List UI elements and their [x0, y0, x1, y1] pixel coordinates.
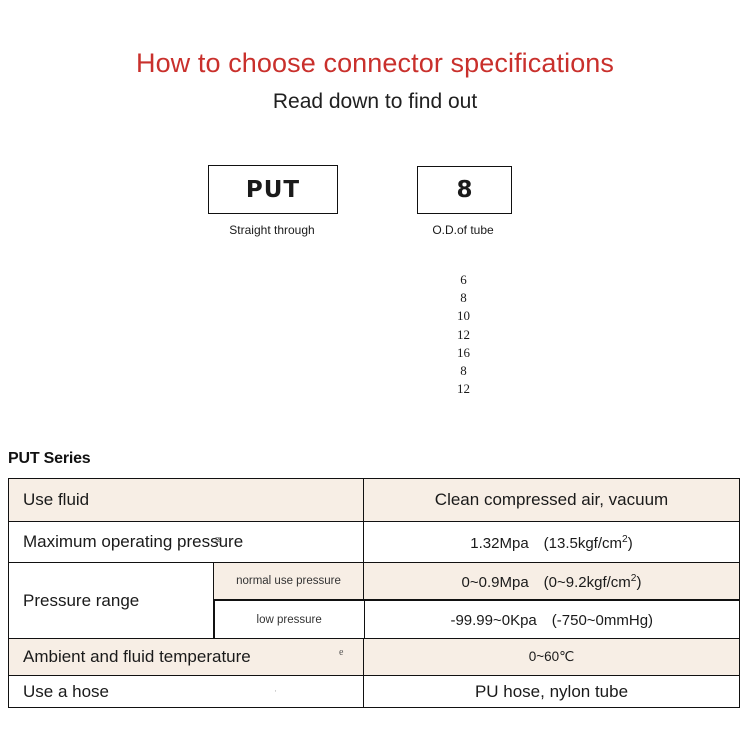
- series-heading: PUT Series: [8, 450, 91, 467]
- sub-label-low-pressure: low pressure: [214, 601, 365, 638]
- tube-size-option[interactable]: 10: [457, 308, 470, 324]
- row-value-ambient-fluid-temperature: 0~60℃: [364, 639, 739, 675]
- code-box-series-caption: Straight through: [229, 223, 315, 237]
- row-label-ambient-fluid-temperature: Ambient and fluid temperature e: [9, 639, 364, 675]
- row-label-pressure-range: Pressure range: [9, 563, 214, 639]
- scan-artifact-glyph: ·: [274, 686, 277, 696]
- tube-size-option[interactable]: 8: [460, 290, 467, 306]
- specification-table: Use fluid Clean compressed air, vacuum M…: [8, 478, 740, 708]
- page-subtitle: Read down to find out: [272, 90, 478, 113]
- code-box-tube-od[interactable]: 8: [417, 166, 512, 214]
- tube-size-list: 6 8 10 12 16 8 12: [417, 271, 510, 398]
- row-label-ambient-fluid-temperature-text: Ambient and fluid temperature: [23, 647, 251, 666]
- row-label-use-a-hose-text: Use a hose: [23, 681, 109, 701]
- row-value-normal-use-pressure: 0~0.9Mpa (0~9.2kgf/cm2): [364, 563, 739, 600]
- row-value-use-fluid: Clean compressed air, vacuum: [364, 479, 739, 521]
- row-value-max-operating-pressure: 1.32Mpa (13.5kgf/cm2): [364, 522, 739, 562]
- row-label-use-fluid: Use fluid: [9, 479, 364, 521]
- tube-size-option[interactable]: 12: [457, 381, 470, 397]
- table-row: low pressure -99.99~0Kpa (-750~0mmHg): [9, 601, 739, 639]
- table-row: Use fluid Clean compressed air, vacuum: [9, 479, 739, 522]
- max-pressure-value: 1.32Mpa (13.5kgf/cm2): [470, 533, 633, 552]
- row-label-max-operating-pressure: Maximum operating pressure ss: [9, 522, 364, 562]
- table-row: Maximum operating pressure ss 1.32Mpa (1…: [9, 522, 739, 563]
- row-value-use-a-hose: PU hose, nylon tube: [364, 676, 739, 707]
- row-value-low-pressure: -99.99~0Kpa (-750~0mmHg): [364, 601, 739, 638]
- sub-label-normal-use-pressure: normal use pressure: [214, 563, 364, 600]
- tube-size-option[interactable]: 8: [460, 363, 467, 379]
- tube-size-option[interactable]: 16: [457, 344, 470, 360]
- tube-size-option[interactable]: 12: [457, 326, 470, 342]
- table-row: Use a hose · PU hose, nylon tube: [9, 676, 739, 707]
- page-title: How to choose connector specifications: [135, 48, 615, 78]
- code-box-tube-od-caption: O.D.of tube: [432, 223, 494, 237]
- row-label-max-operating-pressure-text: Maximum operating pressure: [23, 532, 244, 551]
- normal-pressure-value: 0~0.9Mpa (0~9.2kgf/cm2): [461, 572, 642, 591]
- tube-size-option[interactable]: 6: [460, 272, 467, 287]
- table-row: Ambient and fluid temperature e 0~60℃: [9, 639, 739, 676]
- selector-box-row: PUT 8 Straight through O.D.of tube: [0, 165, 750, 255]
- scan-artifact-glyph: e: [339, 647, 344, 658]
- row-label-use-a-hose: Use a hose ·: [9, 676, 364, 707]
- table-row: Pressure range normal use pressure 0~0.9…: [9, 563, 739, 639]
- code-box-series[interactable]: PUT: [208, 165, 338, 214]
